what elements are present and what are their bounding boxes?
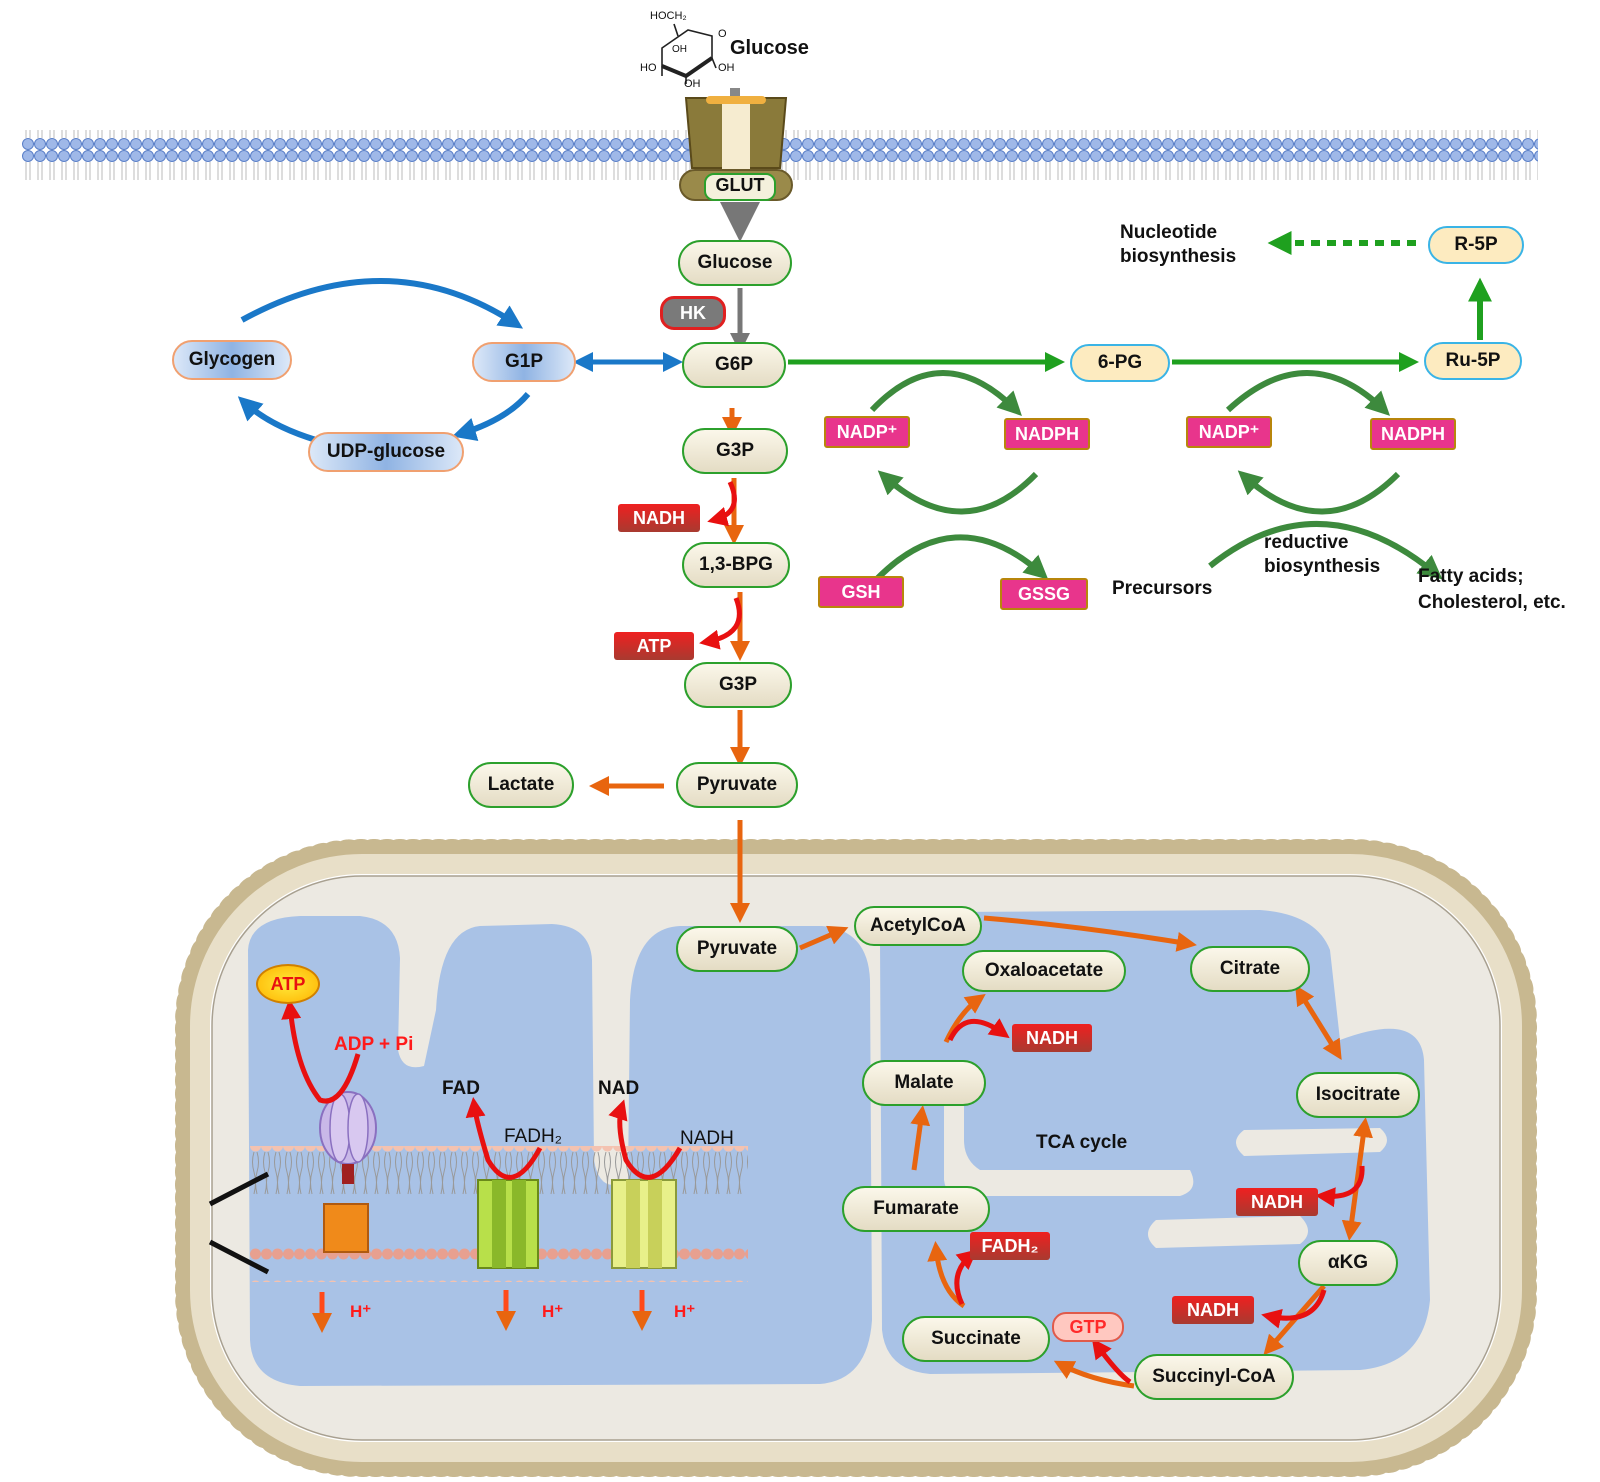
- nadh-tag-glycolysis: NADH: [618, 504, 700, 532]
- malate-nadh-arc: [947, 1018, 1010, 1042]
- udp-glycogen-arrow: [237, 396, 317, 443]
- proton-label-1: H⁺: [350, 1302, 372, 1321]
- fadh2-label: FADH₂: [504, 1126, 563, 1147]
- adp-pi-label: ADP + Pi: [334, 1034, 414, 1055]
- complex-i: [611, 1179, 677, 1269]
- pyruvate-node: Pyruvate: [676, 762, 798, 808]
- fadh2-fad-arc: [465, 1097, 543, 1180]
- isocitrate-nadh-arc: [1315, 1165, 1365, 1208]
- glut-label: GLUT: [704, 173, 776, 201]
- oxaloacetate-node: Oxaloacetate: [962, 950, 1126, 992]
- gtp-arc: [1091, 1338, 1132, 1385]
- succinylcoa-node: Succinyl-CoA: [1134, 1354, 1294, 1400]
- 6pg-node: 6-PG: [1070, 344, 1170, 382]
- ru5p-node: Ru-5P: [1424, 342, 1522, 380]
- proton-label-2: H⁺: [542, 1302, 564, 1321]
- products-label-1: Fatty acids;: [1418, 566, 1524, 587]
- precursors-label: Precursors: [1112, 578, 1213, 599]
- nadh-tag-oaa: NADH: [1012, 1024, 1092, 1052]
- citrate-isocitrate-arrow: [1295, 984, 1342, 1060]
- nadp-nadph-arc-1: [869, 370, 1022, 416]
- nadph-tag-2: NADPH: [1370, 418, 1456, 450]
- glucose-structure: [661, 23, 717, 84]
- g1p-node: G1P: [472, 342, 576, 382]
- reductive-label-2: biosynthesis: [1264, 556, 1381, 577]
- lactate-node: Lactate: [468, 762, 574, 808]
- gssg-tag: GSSG: [1000, 578, 1088, 610]
- fadh2-tag: FADH₂: [970, 1232, 1050, 1260]
- atp-ellipse: ATP: [256, 964, 320, 1004]
- atp-synthase: [319, 1091, 377, 1253]
- nadh-nad-arc: [608, 1099, 683, 1180]
- adp-atp-arc: [281, 999, 361, 1104]
- oh-label-1: OH: [672, 44, 687, 55]
- nadph-nadp-arc-1: [877, 470, 1039, 515]
- g3p-node-1: G3P: [682, 428, 788, 474]
- nadp-tag-2: NADP⁺: [1186, 416, 1272, 448]
- r5p-node: R-5P: [1428, 226, 1524, 264]
- atp-branch-arrow: [699, 597, 742, 650]
- nadh-label: NADH: [680, 1128, 734, 1149]
- membrane-callout-bottom: [208, 1239, 270, 1275]
- gsh-tag: GSH: [818, 576, 904, 608]
- glucose-outside-label: Glucose: [730, 37, 809, 59]
- membrane-callout-top: [208, 1171, 270, 1207]
- fumarate-node: Fumarate: [842, 1186, 990, 1232]
- ring-o-label: O: [718, 28, 727, 40]
- nadph-nadp-arc-2: [1237, 470, 1401, 515]
- malate-oaa-arrow: [943, 993, 986, 1044]
- nadh-tag-akg: NADH: [1172, 1296, 1254, 1324]
- nadp-tag-1: NADP⁺: [824, 416, 910, 448]
- proton-label-3: H⁺: [674, 1302, 696, 1321]
- nad-label: NAD: [598, 1078, 640, 1099]
- tca-cycle-label: TCA cycle: [1036, 1132, 1128, 1153]
- citrate-node: Citrate: [1190, 946, 1310, 992]
- nadh-tag-isocitrate: NADH: [1236, 1188, 1318, 1216]
- reductive-label-1: reductive: [1264, 532, 1349, 553]
- akg-nadh-arc: [1261, 1289, 1327, 1329]
- glycogen-node: Glycogen: [172, 340, 292, 380]
- g1p-udp-arrow: [451, 392, 531, 441]
- oh-label-3: OH: [684, 78, 701, 90]
- oh-label-2: OH: [718, 62, 735, 74]
- g6p-node: G6P: [682, 342, 786, 388]
- atp-tag-glycolysis: ATP: [614, 632, 694, 660]
- fumarate-malate-arrow: [910, 1105, 931, 1171]
- complex-ii: [477, 1179, 539, 1269]
- succinylcoa-succinate-arrow: [1053, 1360, 1135, 1389]
- nadph-tag-1: NADPH: [1004, 418, 1090, 450]
- fad-label: FAD: [442, 1078, 480, 1099]
- acetylcoa-node: AcetylCoA: [854, 906, 982, 946]
- nucleotide-label-2: biosynthesis: [1120, 246, 1237, 267]
- nadp-nadph-arc-2: [1225, 370, 1391, 416]
- gsh-gssg-arc: [869, 534, 1049, 587]
- udp-glucose-node: UDP-glucose: [308, 432, 464, 472]
- nadh-branch-arrow: [707, 480, 737, 527]
- hoch2-label: HOCH₂: [650, 10, 687, 22]
- acetylcoa-citrate-arrow: [983, 915, 1197, 952]
- hk-enzyme-tag: HK: [660, 296, 726, 330]
- products-label-2: Cholesterol, etc.: [1418, 592, 1566, 613]
- mito-pyruvate-node: Pyruvate: [676, 926, 798, 972]
- isocitrate-node: Isocitrate: [1296, 1072, 1420, 1118]
- nucleotide-label-1: Nucleotide: [1120, 222, 1218, 243]
- pyruvate-acetylcoa-arrow: [799, 925, 849, 951]
- glycogen-g1p-arrow: [240, 278, 524, 329]
- precursor-product-arc: [1208, 520, 1443, 580]
- akg-node: αKG: [1298, 1240, 1398, 1286]
- malate-node: Malate: [862, 1060, 986, 1106]
- ho-label: HO: [640, 62, 657, 74]
- glucose-node: Glucose: [678, 240, 792, 286]
- fadh2-arc: [954, 1249, 978, 1306]
- g3p-node-2: G3P: [684, 662, 792, 708]
- gtp-tag: GTP: [1052, 1312, 1124, 1342]
- bpg-node: 1,3-BPG: [682, 542, 790, 588]
- succinate-node: Succinate: [902, 1316, 1050, 1362]
